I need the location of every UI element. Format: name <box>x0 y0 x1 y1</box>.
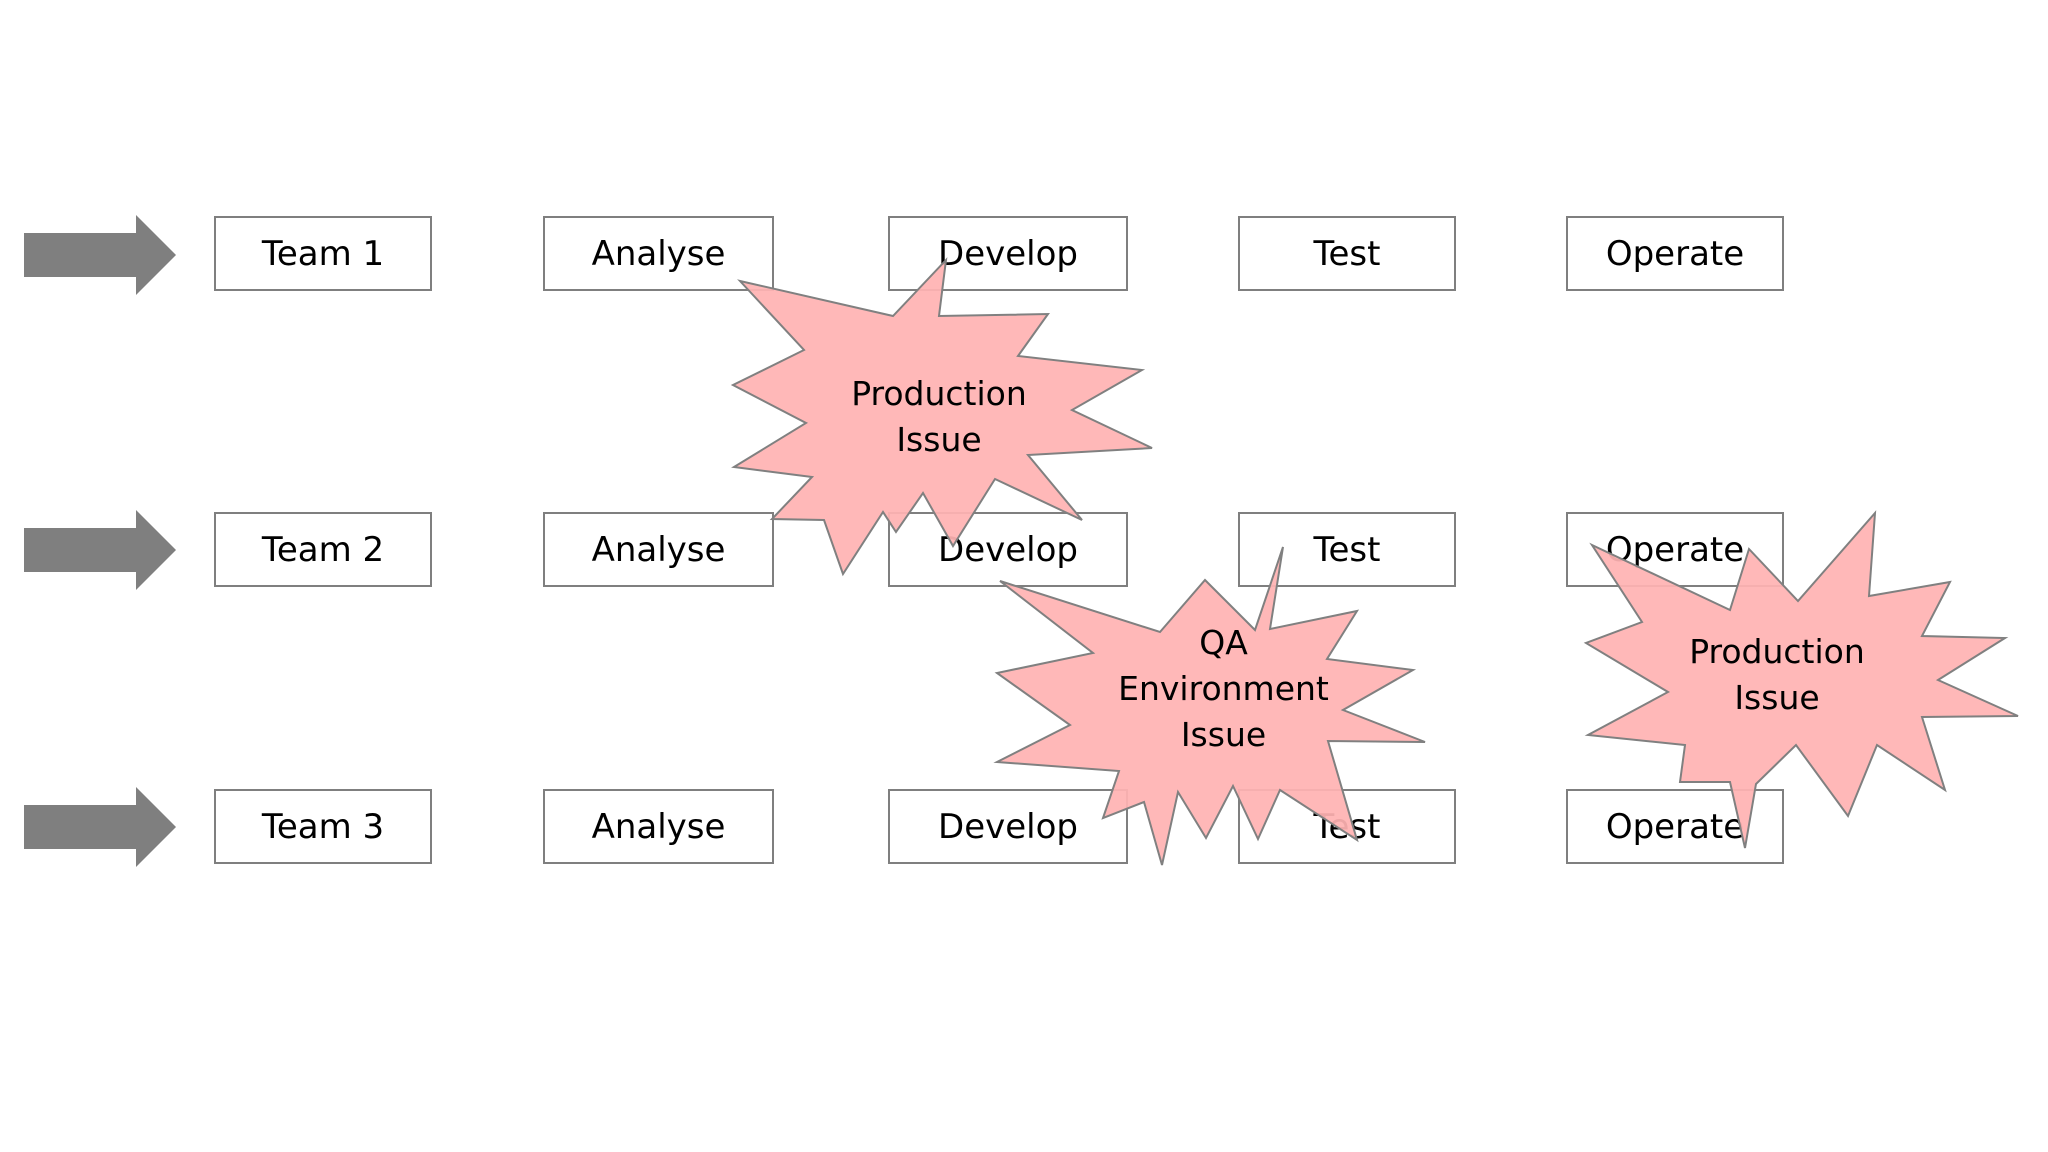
team-1-develop-box: Develop <box>888 216 1128 291</box>
team-3-analyse-box: Analyse <box>543 789 774 864</box>
explosion-icon <box>1583 510 2019 849</box>
burst-2-label-line-2: Environment <box>1118 669 1329 708</box>
qa-environment-issue-burst: QA Environment Issue <box>993 545 1430 875</box>
team-1-test-box: Test <box>1238 216 1456 291</box>
team-3-develop-box: Develop <box>888 789 1128 864</box>
team-1-operate-box: Operate <box>1566 216 1784 291</box>
burst-1-label-line-2: Issue <box>896 420 982 459</box>
burst-2-label-line-3: Issue <box>1180 715 1267 754</box>
team-2-analyse-box: Analyse <box>543 512 774 587</box>
team-2-develop-box: Develop <box>888 512 1128 587</box>
row-3-arrow-icon <box>24 787 176 867</box>
team-2-box: Team 2 <box>214 512 432 587</box>
explosion-icon <box>993 546 1426 866</box>
burst-1-label-line-1: Production <box>851 374 1027 413</box>
row-1-arrow-icon <box>24 215 176 295</box>
row-2-arrow-icon <box>24 510 176 590</box>
production-issue-burst-1: Production Issue <box>730 255 1153 577</box>
burst-2-label-line-1: QA <box>1199 623 1248 662</box>
burst-3-label-line-1: Production <box>1689 631 1865 671</box>
burst-3-label-line-2: Issue <box>1734 677 1820 717</box>
production-issue-burst-2: Production Issue <box>1580 508 2020 853</box>
team-1-analyse-box: Analyse <box>543 216 774 291</box>
explosion-icon <box>730 257 1153 577</box>
team-3-box: Team 3 <box>214 789 432 864</box>
team-1-box: Team 1 <box>214 216 432 291</box>
